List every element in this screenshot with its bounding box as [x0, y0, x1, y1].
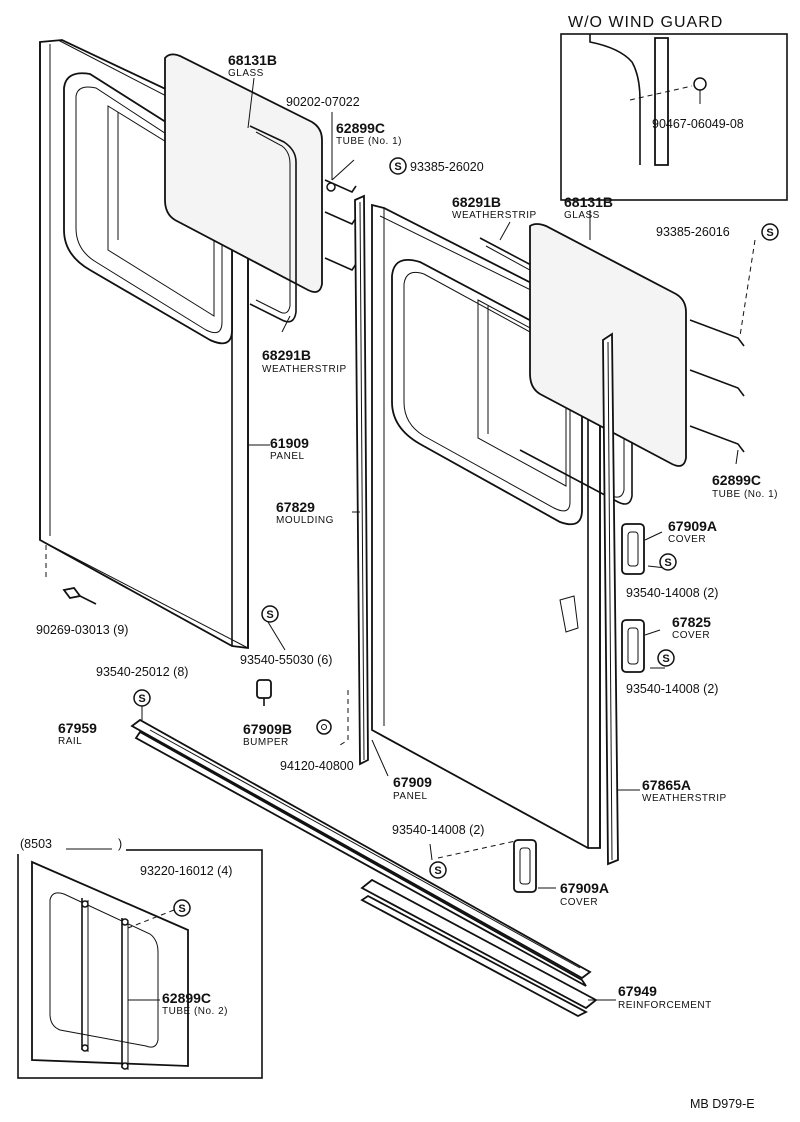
- long-weatherstrip: [602, 332, 619, 866]
- inset-door-edge: [589, 34, 641, 165]
- label-nut: 94120-40800: [280, 759, 354, 773]
- label-glass-left-name: GLASS: [228, 68, 264, 79]
- screw-icon-93540-14008-a: S: [659, 553, 677, 571]
- svg-text:S: S: [664, 557, 671, 569]
- screw-icon-93540-55030: S: [261, 605, 279, 623]
- label-panel-left-name: PANEL: [270, 451, 305, 462]
- inset-bottom-bolt: 93220-16012 (4): [140, 864, 232, 878]
- left-glass: [164, 53, 323, 293]
- footer-code: MB D979-E: [690, 1097, 755, 1111]
- label-tube-right-name: TUBE (No. 1): [712, 489, 778, 500]
- label-pin: 90269-03013 (9): [36, 623, 128, 637]
- label-cover-b-name: COVER: [672, 630, 710, 641]
- bumper-67909b-icon: [256, 679, 272, 706]
- label-glass-right-name: GLASS: [564, 210, 600, 221]
- inset-frame: [560, 33, 788, 201]
- label-panel-right-name: PANEL: [393, 791, 428, 802]
- svg-text:S: S: [434, 865, 441, 877]
- label-screw-e: 93540-14008 (2): [626, 682, 718, 696]
- screw-icon-93385-26016: S: [761, 223, 779, 241]
- screw-symbols: S S S S S S S S: [133, 157, 779, 917]
- inset-bottom-tube-number: 62899C: [162, 990, 211, 1006]
- svg-text:S: S: [394, 161, 401, 173]
- inset-title: W/O WIND GUARD: [568, 14, 723, 31]
- cover-67909a-lower: [513, 839, 537, 893]
- inset-without-wind-guard: W/O WIND GUARD 90467-06049-08: [560, 14, 788, 201]
- label-ws-long-name: WEATHERSTRIP: [642, 793, 727, 804]
- svg-text:S: S: [178, 903, 185, 915]
- rail: [130, 718, 592, 987]
- cover-67825: [621, 619, 645, 673]
- label-moulding-number: 67829: [276, 499, 315, 515]
- label-screw-f: 93540-25012 (8): [96, 665, 188, 679]
- leader-lines: [141, 77, 739, 1001]
- label-cover-a-name: COVER: [668, 534, 706, 545]
- right-tube-brackets: [689, 239, 756, 453]
- label-tube-left-number: 62899C: [336, 120, 385, 136]
- screw-icon-93540-14008-c: S: [429, 861, 447, 879]
- label-cover-a-number: 67909A: [668, 518, 717, 534]
- label-cover-c-number: 67909A: [560, 880, 609, 896]
- inset-frame-bottom: [17, 849, 263, 1079]
- inset-bottom-title: (8503: [20, 837, 52, 851]
- label-ws-right-name: WEATHERSTRIP: [452, 210, 537, 221]
- label-ws-left-name: WEATHERSTRIP: [262, 364, 347, 375]
- label-reinforcement-number: 67949: [618, 983, 657, 999]
- svg-text:S: S: [662, 653, 669, 665]
- label-reinforcement-name: REINFORCEMENT: [618, 1000, 712, 1011]
- svg-text:S: S: [266, 609, 273, 621]
- label-screw-c: 93540-14008 (2): [626, 586, 718, 600]
- label-glass-right-number: 68131B: [564, 194, 613, 210]
- bolt-icon: [326, 182, 336, 192]
- label-screw-d: 93540-55030 (6): [240, 653, 332, 667]
- label-rail-name: RAIL: [58, 736, 82, 747]
- svg-text:S: S: [766, 227, 773, 239]
- pin-icon: [45, 545, 97, 605]
- label-glass-left-number: 68131B: [228, 52, 277, 68]
- screw-icon-93540-25012: S: [133, 689, 151, 707]
- label-cover-c-name: COVER: [560, 897, 598, 908]
- label-tube-right-number: 62899C: [712, 472, 761, 488]
- label-screw-b: 93385-26016: [656, 225, 730, 239]
- label-moulding-name: MOULDING: [276, 515, 334, 526]
- label-bumper-number: 67909B: [243, 721, 292, 737]
- screw-icon-93220-16012: S: [173, 899, 191, 917]
- inset-part-number: 90467-06049-08: [652, 117, 744, 131]
- inset-door-strip: [654, 37, 669, 166]
- label-rail-number: 67959: [58, 720, 97, 736]
- label-panel-left-number: 61909: [270, 435, 309, 451]
- inset-screw-icon: [693, 77, 707, 91]
- label-panel-right-number: 67909: [393, 774, 432, 790]
- moulding-strip: [339, 194, 369, 766]
- cover-67909a-upper: [621, 523, 645, 575]
- label-screw-a: 93385-26020: [410, 160, 484, 174]
- label-ws-long-number: 67865A: [642, 777, 691, 793]
- part-labels: 68131B GLASS 90202-07022 62899C TUBE (No…: [36, 52, 778, 1011]
- screw-icon-93540-14008-b: S: [657, 649, 675, 667]
- label-ws-left-number: 68291B: [262, 347, 311, 363]
- label-screw-g: 93540-14008 (2): [392, 823, 484, 837]
- label-cover-b-number: 67825: [672, 614, 711, 630]
- nut-icon: [316, 719, 332, 735]
- label-ws-right-number: 68291B: [452, 194, 501, 210]
- inset-bottom-title-close: ): [118, 837, 122, 851]
- label-tube-left-name: TUBE (No. 1): [336, 136, 402, 147]
- screw-icon-93385-26020: S: [389, 157, 407, 175]
- label-bolt-a: 90202-07022: [286, 95, 360, 109]
- inset-8503: (8503 ) 93220-16012 (4) 62899C TUBE (No.…: [16, 836, 263, 1079]
- inset-bottom-tube-name: TUBE (No. 2): [162, 1006, 228, 1017]
- svg-text:S: S: [138, 693, 145, 705]
- label-bumper-name: BUMPER: [243, 737, 289, 748]
